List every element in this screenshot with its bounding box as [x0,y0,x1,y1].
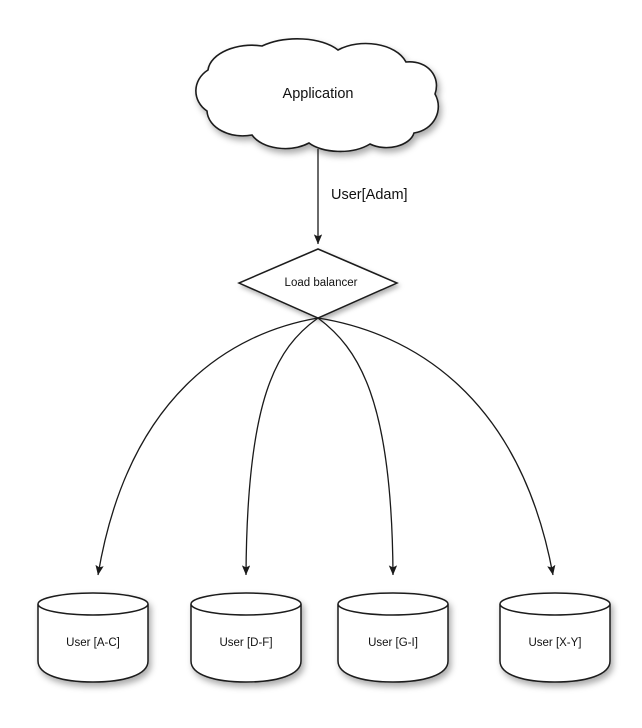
edge-label-user-adam: User[Adam] [331,187,408,203]
cylinder-body-db-2 [337,604,449,683]
cylinder-label-db-1: User [D-F] [219,637,272,649]
cloud-label: Application [283,86,354,102]
cylinder-top-db-2 [337,592,449,616]
node-cylinder-db-1[interactable]: User [D-F] [190,592,302,683]
node-cylinder-db-3[interactable]: User [X-Y] [499,592,611,683]
edge-loadbalancer-to-db-1-line [241,317,319,576]
cylinder-body-db-1 [190,604,302,683]
edge-loadbalancer-to-db-1 [241,317,319,576]
node-cylinder-db-0[interactable]: User [A-C] [37,592,149,683]
cylinder-top-db-0 [37,592,149,616]
edge-loadbalancer-to-db-3 [317,317,556,576]
edge-cloud-to-loadbalancer: User[Adam] [313,149,408,245]
cylinder-label-db-0: User [A-C] [66,637,120,649]
diamond-label: Load balancer [285,277,358,289]
node-diamond-load-balancer[interactable]: Load balancer [237,248,399,319]
cylinder-label-db-3: User [X-Y] [528,637,581,649]
edge-loadbalancer-to-db-0 [95,317,319,576]
node-cylinder-db-2[interactable]: User [G-I] [337,592,449,683]
edge-loadbalancer-to-db-0-line [95,317,319,576]
cloud-shape [195,38,440,153]
edge-loadbalancer-to-db-2-line [317,317,398,576]
cylinder-body-db-3 [499,604,611,683]
cylinder-body-db-0 [37,604,149,683]
cylinder-top-db-3 [499,592,611,616]
cylinder-top-db-1 [190,592,302,616]
edge-loadbalancer-to-db-2 [317,317,398,576]
node-cloud-application[interactable]: Application [195,38,440,153]
cylinder-label-db-2: User [G-I] [368,637,418,649]
edge-loadbalancer-to-db-3-line [317,317,556,576]
